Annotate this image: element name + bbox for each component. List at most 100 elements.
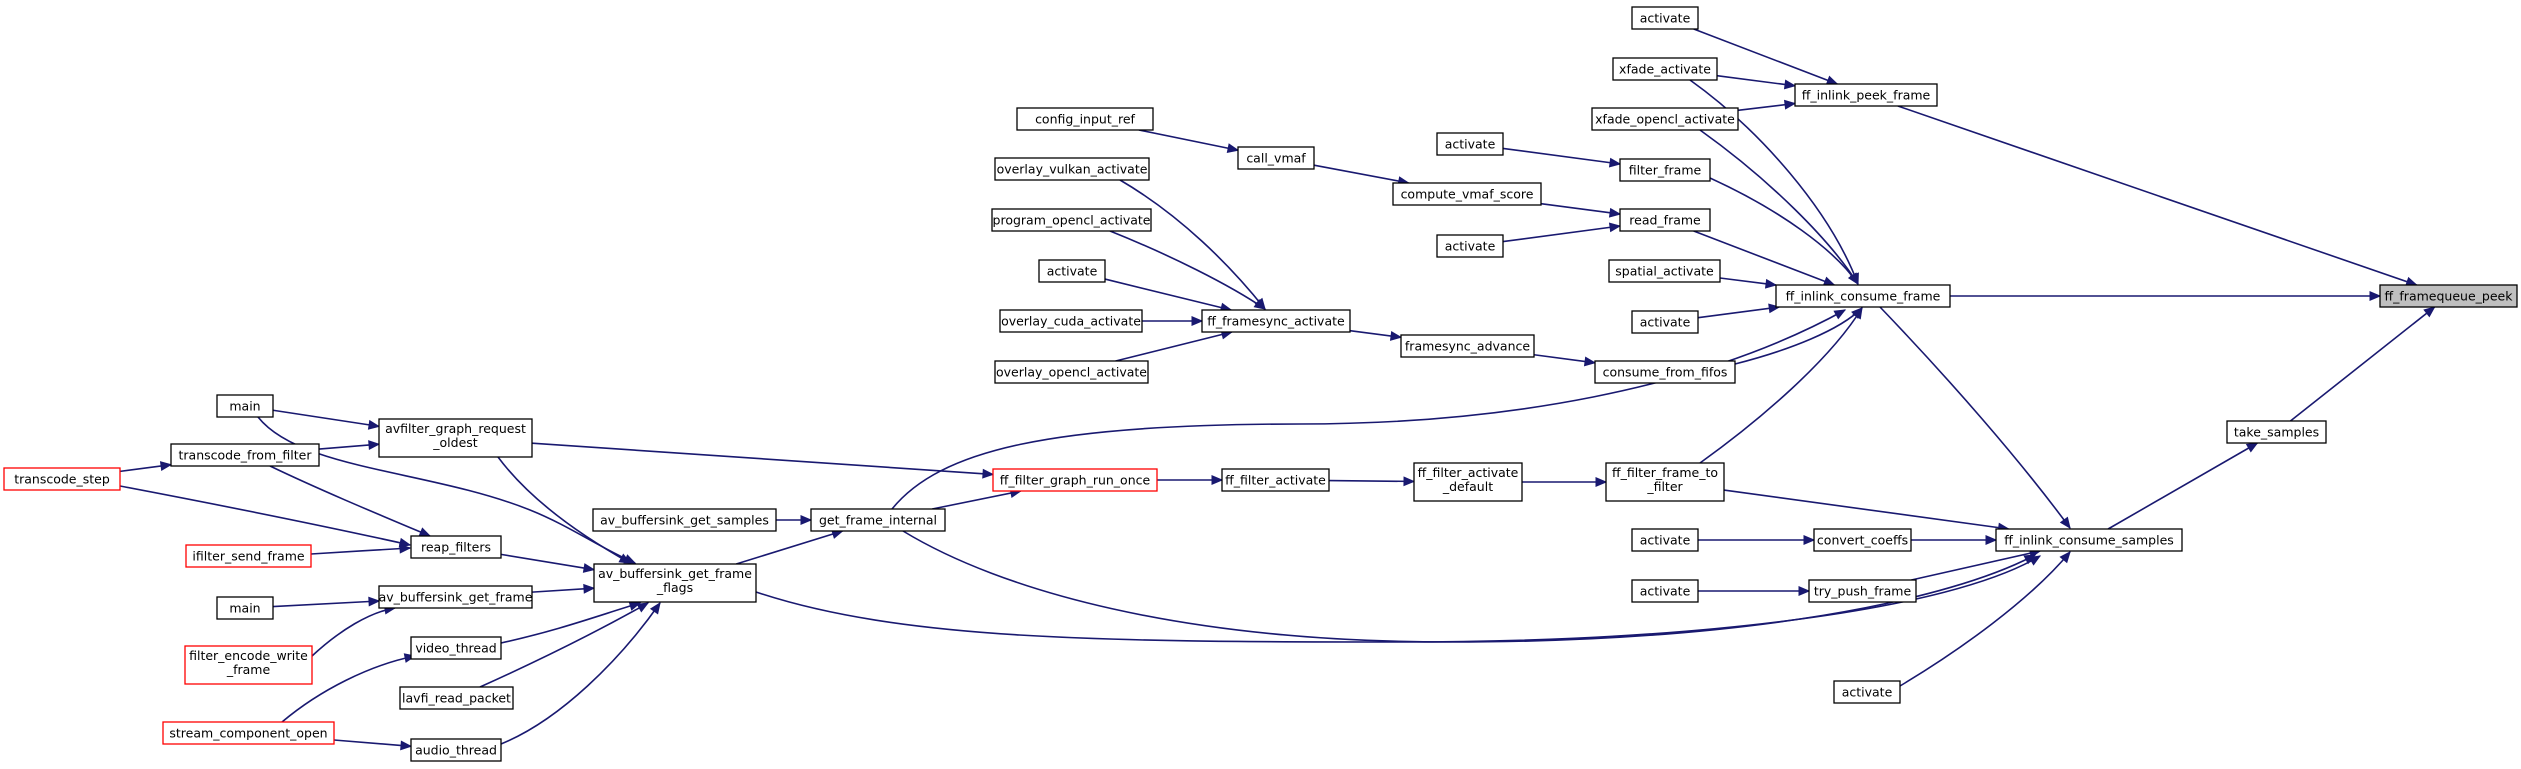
node-label: av_buffersink_get_frame: [598, 566, 752, 581]
node-try-push-frame[interactable]: try_push_frame: [1808, 579, 1917, 603]
node-convert-coeffs[interactable]: convert_coeffs: [1813, 528, 1912, 552]
node-ff-inlink-consume-frame[interactable]: ff_inlink_consume_frame: [1775, 284, 1951, 308]
node-box: [1605, 462, 1725, 502]
node-overlay-opencl-activate[interactable]: overlay_opencl_activate: [994, 360, 1149, 384]
edge-transcode-from-filter-to-avfilter-graph-request-oldest: [318, 440, 381, 450]
node-av-buffersink-get-samples[interactable]: av_buffersink_get_samples: [592, 508, 777, 532]
node-box: [170, 443, 320, 467]
node-box: [410, 738, 502, 762]
node-xfade-activate[interactable]: xfade_activate: [1612, 57, 1718, 81]
node-label: ff_inlink_consume_samples: [2004, 533, 2174, 548]
node-filter-encode-write-frame[interactable]: filter_encode_write_frame: [184, 645, 313, 685]
arrowhead: [1253, 298, 1267, 310]
edge-get-frame-internal-to-ff-inlink-consume-samples: [902, 530, 2037, 643]
node-xfade-opencl-activate[interactable]: xfade_opencl_activate: [1591, 107, 1739, 131]
node-activate-a[interactable]: activate: [1631, 6, 1699, 30]
node-ff-inlink-consume-samples[interactable]: ff_inlink_consume_samples: [1995, 528, 2183, 552]
node-box: [2226, 420, 2327, 444]
node-label: xfade_opencl_activate: [1595, 112, 1735, 127]
arrowhead: [636, 602, 650, 613]
node-av-buffersink-get-frame[interactable]: av_buffersink_get_frame: [378, 585, 533, 609]
node-box: [1594, 360, 1736, 384]
node-label: filter_encode_write: [189, 648, 308, 663]
arrowhead: [1803, 535, 1816, 545]
node-box: [1221, 468, 1330, 492]
edge-ff-inlink-consume-frame-to-ff-inlink-consume-samples: [1879, 306, 2071, 530]
edge-ff-inlink-consume-frame-to-ff-framequeue-peek: [1950, 291, 2382, 301]
node-label: take_samples: [2234, 425, 2319, 440]
node-label: _filter: [1646, 479, 1683, 494]
node-box: [1591, 107, 1739, 131]
edge-config-input-ref-to-call-vmaf: [1138, 129, 1240, 153]
edge-reap-filters-to-av-buffersink-get-frame-flags: [500, 553, 596, 573]
node-ff-framequeue-peek[interactable]: ff_framequeue_peek: [2379, 284, 2518, 308]
arrowhead: [368, 440, 381, 450]
node-get-frame-internal[interactable]: get_frame_internal: [810, 508, 946, 532]
node-label: config_input_ref: [1035, 112, 1135, 127]
arrowhead: [583, 583, 596, 594]
node-filter-frame[interactable]: filter_frame: [1619, 158, 1711, 182]
node-activate-f[interactable]: activate: [1631, 528, 1699, 552]
node-transcode-from-filter[interactable]: transcode_from_filter: [170, 443, 320, 467]
node-spatial-activate[interactable]: spatial_activate: [1608, 259, 1721, 283]
node-config-input-ref[interactable]: config_input_ref: [1016, 107, 1154, 131]
node-layer: ff_framequeue_peek ff_inlink_peek_frameff…: [3, 6, 2518, 762]
node-compute-vmaf-score[interactable]: compute_vmaf_score: [1392, 182, 1542, 206]
edge-ff-filter-activate-default-to-ff-filter-frame-to-filter: [1522, 477, 1608, 487]
node-ff-inlink-peek-frame[interactable]: ff_inlink_peek_frame: [1794, 83, 1938, 107]
node-box: [1813, 528, 1912, 552]
node-box: [1436, 132, 1504, 156]
node-activate-h[interactable]: activate: [1833, 680, 1901, 704]
arrowhead: [2059, 551, 2071, 564]
node-box: [1612, 57, 1718, 81]
node-audio-thread[interactable]: audio_thread: [410, 738, 502, 762]
node-overlay-vulkan-activate[interactable]: overlay_vulkan_activate: [994, 157, 1150, 181]
node-framesync-advance[interactable]: framesync_advance: [1400, 334, 1535, 358]
node-box: [1631, 310, 1699, 334]
node-label: ff_framesync_activate: [1207, 314, 1345, 329]
node-read-frame[interactable]: read_frame: [1619, 208, 1711, 232]
node-video-thread[interactable]: video_thread: [410, 636, 502, 660]
arrowhead: [367, 419, 381, 430]
edge-activate-c-to-read-frame: [1502, 222, 1622, 243]
node-activate-b[interactable]: activate: [1436, 132, 1504, 156]
node-lavfi-read-packet[interactable]: lavfi_read_packet: [399, 686, 514, 710]
node-label: audio_thread: [415, 743, 497, 758]
node-ff-filter-graph-run-once[interactable]: ff_filter_graph_run_once: [992, 468, 1158, 492]
node-label: framesync_advance: [1405, 339, 1530, 354]
node-reap-filters[interactable]: reap_filters: [410, 535, 502, 559]
edge-av-buffersink-get-samples-to-get-frame-internal: [776, 515, 813, 525]
node-ff-filter-activate[interactable]: ff_filter_activate: [1221, 468, 1330, 492]
node-avfilter-graph-request-oldest[interactable]: avfilter_graph_request_oldest: [378, 418, 533, 458]
node-main-a[interactable]: main: [216, 394, 274, 418]
node-box: [162, 721, 335, 745]
node-box: [1400, 334, 1535, 358]
node-call-vmaf[interactable]: call_vmaf: [1237, 146, 1315, 170]
node-take-samples[interactable]: take_samples: [2226, 420, 2327, 444]
node-main-b[interactable]: main: [216, 596, 274, 620]
node-box: [592, 508, 777, 532]
edge-avfilter-graph-request-oldest-to-av-buffersink-get-frame-flags: [497, 456, 632, 564]
node-activate-e[interactable]: activate: [1038, 259, 1106, 283]
node-activate-g[interactable]: activate: [1631, 579, 1699, 603]
node-activate-d[interactable]: activate: [1631, 310, 1699, 334]
arrowhead: [1798, 586, 1811, 596]
node-program-opencl-activate[interactable]: program_opencl_activate: [991, 208, 1152, 232]
node-av-buffersink-get-frame-flags[interactable]: av_buffersink_get_frame_flags: [593, 563, 757, 603]
node-activate-c[interactable]: activate: [1436, 234, 1504, 258]
node-ff-framesync-activate[interactable]: ff_framesync_activate: [1201, 309, 1351, 333]
edge-ff-framesync-activate-to-framesync-advance: [1349, 329, 1403, 341]
node-transcode-step[interactable]: transcode_step: [3, 467, 121, 491]
node-label: av_buffersink_get_frame: [379, 590, 533, 605]
node-ff-filter-frame-to-filter[interactable]: ff_filter_frame_to_filter: [1605, 462, 1725, 502]
node-consume-from-fifos[interactable]: consume_from_fifos: [1594, 360, 1736, 384]
node-overlay-cuda-activate[interactable]: overlay_cuda_activate: [999, 309, 1143, 333]
node-stream-component-open[interactable]: stream_component_open: [162, 721, 335, 745]
edge-main-b-to-av-buffersink-get-frame: [272, 596, 381, 608]
node-label: avfilter_graph_request: [385, 421, 526, 436]
node-ff-filter-activate-default[interactable]: ff_filter_activate_default: [1413, 462, 1523, 502]
node-ifilter-send-frame[interactable]: ifilter_send_frame: [185, 544, 312, 568]
node-box: [216, 596, 274, 620]
arrowhead: [2423, 306, 2436, 318]
node-box: [399, 686, 514, 710]
